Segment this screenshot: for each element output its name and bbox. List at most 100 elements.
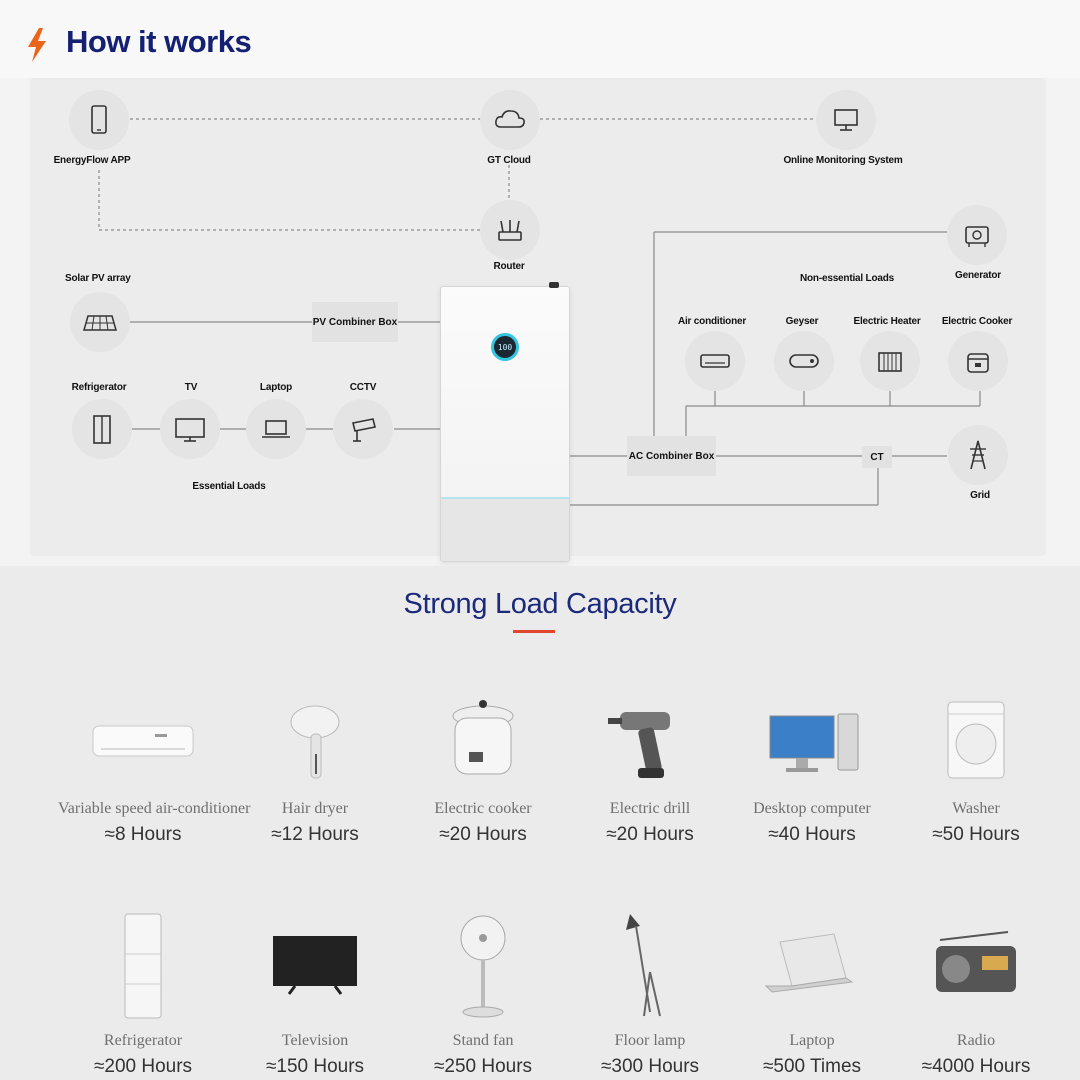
load-item-runtime: ≈300 Hours (600, 1056, 700, 1077)
inverter-display: 100 (491, 333, 519, 361)
load-item-runtime: ≈250 Hours (433, 1056, 533, 1077)
aircon-node (685, 331, 745, 391)
load-item-name: Washer (952, 800, 1000, 817)
load-item: Electric cooker ≈20 Hours (398, 694, 568, 846)
load-capacity-section: Strong Load Capacity Variable speed air-… (0, 566, 1080, 1080)
radio-icon (936, 931, 1016, 992)
solar-node (70, 292, 130, 352)
generator-node (947, 205, 1007, 265)
load-item-runtime: ≈4000 Hours (921, 1056, 1031, 1077)
geyser-node (774, 331, 834, 391)
cloud-label: GT Cloud (487, 155, 531, 166)
load-item-name: Laptop (789, 1032, 835, 1049)
air-conditioner-icon (92, 725, 194, 757)
app-node (69, 90, 129, 150)
router-node (480, 200, 540, 260)
load-item-name: Electric drill (609, 800, 691, 817)
cooker-node (948, 331, 1008, 391)
solar-panel-icon (83, 315, 117, 331)
fan-icon (460, 915, 506, 1018)
load-item-name: Electric cooker (434, 800, 532, 817)
header: How it works (0, 0, 1080, 78)
desktop-icon (769, 713, 859, 772)
generator-label: Generator (955, 270, 1001, 281)
refrigerator-icon (93, 415, 111, 444)
load-item-name: Refrigerator (103, 1032, 183, 1049)
lightning-bolt-icon (28, 28, 46, 62)
ct-box: CT (862, 446, 892, 468)
grid-node (948, 425, 1008, 485)
cctv-node (333, 399, 393, 459)
refrigerator-node (72, 399, 132, 459)
cloud-icon (495, 110, 525, 128)
cctv-label: CCTV (349, 382, 377, 393)
laptop-node (246, 399, 306, 459)
load-item: Washer ≈50 Hours (891, 694, 1061, 846)
monitor-node (816, 90, 876, 150)
hybrid-inverter: 100 (440, 282, 570, 562)
heater-node (860, 331, 920, 391)
power-tower-icon (970, 440, 986, 470)
grid-label: Grid (970, 490, 990, 501)
load-item: Electric drill ≈20 Hours (565, 694, 735, 846)
television-icon (273, 936, 357, 995)
load-item: Laptop ≈500 Times (727, 912, 897, 1078)
load-item: Radio ≈4000 Hours (891, 912, 1061, 1078)
refrigerator-label: Refrigerator (71, 382, 127, 393)
router-icon (498, 220, 522, 241)
rice-cooker-icon (967, 353, 989, 373)
hair-dryer-icon (290, 705, 340, 779)
battery-module (441, 497, 569, 561)
smartphone-icon (91, 105, 107, 134)
rice-cooker-icon (452, 700, 514, 775)
load-item-name: Stand fan (452, 1032, 514, 1049)
refrigerator-icon (124, 913, 162, 1019)
load-item: Hair dryer ≈12 Hours (230, 694, 400, 846)
app-label: EnergyFlow APP (53, 155, 131, 166)
aircon-label: Air conditioner (677, 316, 747, 327)
water-heater-icon (789, 354, 819, 368)
load-item-runtime: ≈8 Hours (104, 824, 182, 845)
load-item-name: Variable speed air-conditioner (58, 800, 251, 817)
tv-icon (175, 418, 205, 442)
load-item: Desktop computer ≈40 Hours (727, 694, 897, 846)
pv-combiner-box: PV Combiner Box (312, 302, 398, 342)
load-item: Floor lamp ≈300 Hours (565, 912, 735, 1078)
monitor-icon (834, 109, 858, 131)
load-item: Stand fan ≈250 Hours (398, 912, 568, 1078)
air-conditioner-icon (700, 354, 730, 368)
load-item-runtime: ≈500 Times (762, 1056, 862, 1077)
tv-label: TV (184, 382, 198, 393)
load-item: Refrigerator ≈200 Hours (58, 912, 228, 1078)
load-item-name: Radio (956, 1032, 996, 1049)
load-item-name: Hair dryer (281, 800, 349, 817)
heater-label: Electric Heater (853, 316, 921, 327)
generator-icon (965, 226, 989, 247)
page-title: How it works (66, 24, 252, 59)
ac-combiner-box: AC Combiner Box (627, 436, 716, 476)
router-label: Router (493, 261, 525, 272)
cloud-node (480, 90, 540, 150)
inverter-switch (549, 282, 559, 288)
drill-icon (608, 712, 670, 778)
monitor-label: Online Monitoring System (783, 155, 903, 166)
load-item-name: Desktop computer (753, 800, 871, 817)
load-item-runtime: ≈50 Hours (932, 824, 1020, 845)
load-item-runtime: ≈200 Hours (93, 1056, 193, 1077)
load-item-runtime: ≈20 Hours (439, 824, 527, 845)
cctv-icon (352, 418, 376, 442)
laptop-label: Laptop (259, 382, 293, 393)
section-title: Strong Load Capacity (403, 588, 677, 620)
laptop-icon (764, 933, 854, 993)
load-item: Variable speed air-conditioner ≈8 Hours (58, 694, 251, 846)
load-item-runtime: ≈20 Hours (606, 824, 694, 845)
title-underline (513, 630, 555, 633)
load-item: Television ≈150 Hours (230, 912, 400, 1078)
load-item-runtime: ≈40 Hours (768, 824, 856, 845)
washer-icon (947, 701, 1005, 779)
solar-label: Solar PV array (65, 273, 131, 284)
load-item-name: Floor lamp (614, 1032, 686, 1049)
load-item-name: Television (281, 1032, 349, 1049)
tv-node (160, 399, 220, 459)
floor-lamp-icon (626, 914, 661, 1017)
